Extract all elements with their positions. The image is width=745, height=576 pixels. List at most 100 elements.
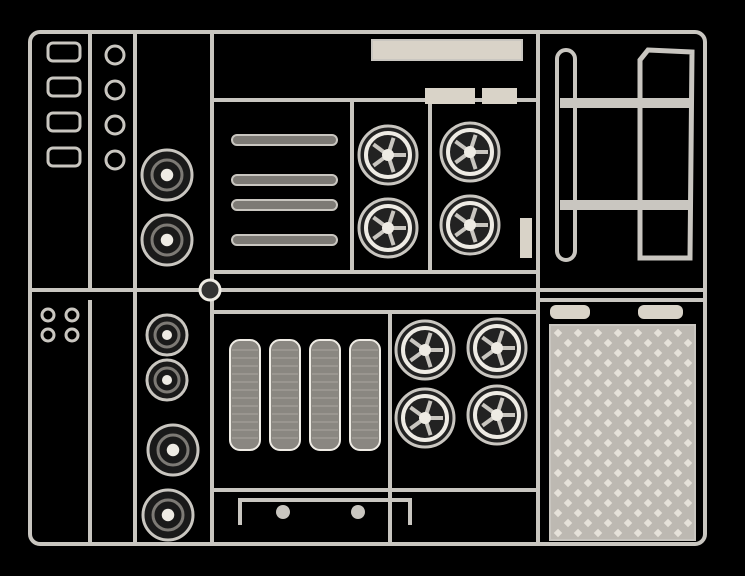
- checker-diamond: [683, 438, 693, 448]
- wheel-ring: [446, 201, 494, 249]
- checker-diamond: [643, 338, 653, 348]
- bracket-part: [550, 305, 590, 319]
- checker-diamond: [583, 518, 593, 528]
- tank-cylinder-part: [229, 339, 261, 451]
- checker-diamond: [643, 518, 653, 528]
- checker-diamond: [563, 518, 573, 528]
- checker-diamond: [593, 528, 603, 538]
- checker-diamond: [553, 488, 563, 498]
- checker-diamond: [613, 508, 623, 518]
- checker-diamond: [643, 418, 653, 428]
- checker-diamond: [593, 488, 603, 498]
- checker-diamond: [663, 338, 673, 348]
- checker-diamond: [663, 378, 673, 388]
- checker-diamond: [643, 378, 653, 388]
- checker-diamond: [653, 348, 663, 358]
- checker-diamond: [593, 328, 603, 338]
- checker-diamond: [603, 478, 613, 488]
- checker-diamond: [603, 378, 613, 388]
- axle-hub-part: [351, 505, 365, 519]
- checker-diamond: [643, 438, 653, 448]
- wheel-hub: [491, 409, 503, 421]
- knob-part: [104, 114, 126, 136]
- checker-diamond: [673, 508, 683, 518]
- wheel-part: [357, 197, 419, 259]
- checker-diamond: [673, 428, 683, 438]
- checker-diamond: [683, 418, 693, 428]
- checker-diamond: [683, 518, 693, 528]
- small-knob-part: [64, 327, 80, 343]
- junction-part: [198, 278, 222, 302]
- checker-diamond: [683, 478, 693, 488]
- checker-diamond: [653, 428, 663, 438]
- wheel-ring: [153, 366, 181, 394]
- wheel-ring: [473, 391, 521, 439]
- wheel-ring: [401, 394, 449, 442]
- checker-diamond: [673, 528, 683, 538]
- checker-diamond: [613, 408, 623, 418]
- checker-diamond: [683, 398, 693, 408]
- checker-diamond: [603, 498, 613, 508]
- tank-cylinder-part: [349, 339, 381, 451]
- checker-diamond: [603, 518, 613, 528]
- wheel-part: [466, 384, 528, 446]
- checker-diamond: [613, 488, 623, 498]
- checker-diamond: [563, 358, 573, 368]
- checker-diamond: [553, 328, 563, 338]
- wheel-hub: [419, 344, 431, 356]
- exhaust-pipe-part: [231, 199, 338, 211]
- small-wheel-part: [145, 313, 189, 357]
- checker-diamond: [553, 448, 563, 458]
- parts-group: [40, 39, 696, 542]
- checker-diamond: [573, 328, 583, 338]
- crossbar-part: [560, 200, 690, 210]
- checker-diamond: [663, 498, 673, 508]
- wheel-ring: [473, 324, 521, 372]
- wheel-ring: [153, 321, 181, 349]
- checker-diamond: [663, 438, 673, 448]
- checker-diamond: [683, 458, 693, 468]
- wheel-ring: [364, 204, 412, 252]
- checker-diamond: [633, 528, 643, 538]
- checker-diamond: [663, 398, 673, 408]
- wheel-hub: [160, 233, 174, 247]
- checker-diamond: [553, 348, 563, 358]
- checker-diamond: [553, 408, 563, 418]
- knob-part: [104, 44, 126, 66]
- tank-cylinder-part: [269, 339, 301, 451]
- checker-diamond: [613, 468, 623, 478]
- checker-diamond: [623, 338, 633, 348]
- checker-diamond: [683, 498, 693, 508]
- wheel-part: [439, 194, 501, 256]
- checker-plate-part: [549, 324, 696, 541]
- checker-diamond: [613, 428, 623, 438]
- checker-diamond: [603, 458, 613, 468]
- small-wheel-part: [141, 488, 195, 542]
- checker-diamond: [583, 478, 593, 488]
- plate-part: [482, 88, 517, 104]
- checker-diamond: [643, 398, 653, 408]
- wheel-part: [357, 124, 419, 186]
- checker-diamond: [623, 518, 633, 528]
- checker-diamond: [573, 448, 583, 458]
- checker-diamond: [653, 368, 663, 378]
- checker-diamond: [563, 478, 573, 488]
- wheel-ring: [150, 223, 184, 257]
- checker-diamond: [583, 338, 593, 348]
- checker-diamond: [623, 458, 633, 468]
- checker-diamond: [633, 408, 643, 418]
- checker-diamond: [593, 408, 603, 418]
- checker-diamond: [673, 368, 683, 378]
- wheel-ring: [401, 326, 449, 374]
- checker-diamond: [623, 478, 633, 488]
- knob-part: [104, 79, 126, 101]
- checker-diamond: [643, 358, 653, 368]
- seat-part: [46, 111, 82, 133]
- checker-diamond: [573, 468, 583, 478]
- crossbar-part: [560, 98, 690, 108]
- checker-diamond: [613, 448, 623, 458]
- checker-diamond: [673, 468, 683, 478]
- checker-diamond: [653, 508, 663, 518]
- checker-diamond: [583, 438, 593, 448]
- checker-diamond: [573, 388, 583, 398]
